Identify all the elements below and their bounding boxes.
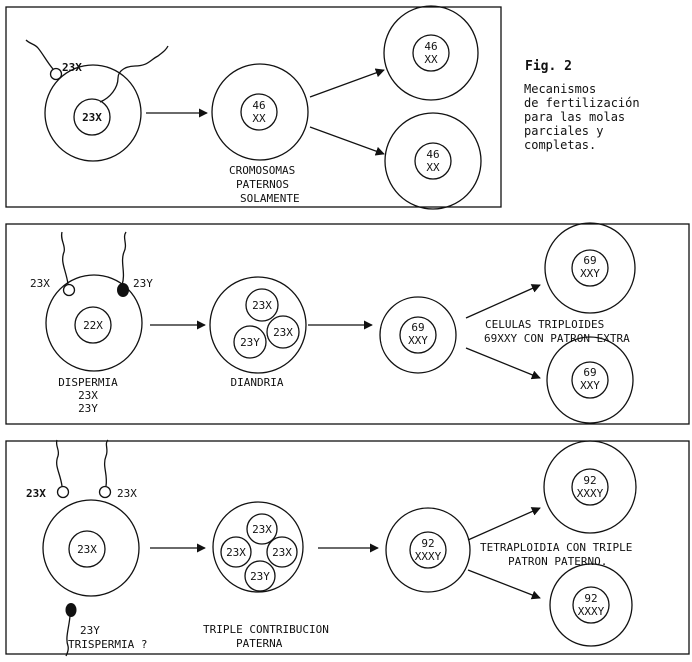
sperm-right-head <box>117 283 129 297</box>
paternal-note-line-2: PATERNOS <box>236 178 289 191</box>
sperm-bottom-label: 23Y <box>80 624 100 637</box>
arrow-to-result-top <box>466 285 540 318</box>
sperm-right-label: 23X <box>117 487 137 500</box>
diandria-nucleus-label-2: 23X <box>273 326 293 339</box>
contribution-label-2: PATERNA <box>236 637 283 650</box>
caption-line-4: parciales y <box>524 124 603 138</box>
sperm-label: 23X <box>62 61 82 74</box>
caption-line-1: Mecanismos <box>524 82 596 96</box>
caption-line-3: para las molas <box>524 110 625 124</box>
result-top-label-1: 46 <box>424 40 437 53</box>
arrow-to-result-bottom <box>468 570 540 598</box>
zygote-label-1: 69 <box>411 321 424 334</box>
sperm-left-tail <box>57 440 62 486</box>
sperm-left-head <box>64 285 75 296</box>
arrow-to-result-bottom <box>310 127 384 154</box>
trispermia-label: TRISPERMIA ? <box>68 638 147 651</box>
dispermia-label-3: 23Y <box>78 402 98 415</box>
paternal-note-line-3: SOLAMENTE <box>240 192 300 205</box>
sperm-left-tail <box>62 232 68 284</box>
result-top-label-1: 69 <box>583 254 596 267</box>
sperm-tail <box>26 40 53 69</box>
sperm-left-head <box>58 487 69 498</box>
arrow-to-result-top <box>468 508 540 540</box>
sperm-bottom-head <box>66 603 77 617</box>
zygote-label-2: XXY <box>408 334 428 347</box>
caption-number: Fig. 2 <box>525 59 572 74</box>
triple-nucleus-label-top: 23X <box>252 523 272 536</box>
figure-caption: Fig. 2 Mecanismos de fertilización para … <box>524 59 640 152</box>
diandria-nucleus-label-1: 23X <box>252 299 272 312</box>
result-bottom-label-1: 69 <box>583 366 596 379</box>
panel-3-labels: 23X 23X 23X 23X 23X 23X 23Y 92 XXXY 92 X… <box>26 474 632 651</box>
triple-nucleus-label-bottom: 23Y <box>250 570 270 583</box>
paternal-note-line-1: CROMOSOMAS <box>229 164 295 177</box>
result-top-label-2: XXY <box>580 267 600 280</box>
result-bottom-label-1: 46 <box>426 148 439 161</box>
triple-nucleus-label-right: 23X <box>272 546 292 559</box>
zygote-label-1: 46 <box>252 99 265 112</box>
sperm-right-head <box>100 487 111 498</box>
sperm-right-tail <box>122 232 126 285</box>
sperm-head <box>51 69 62 80</box>
result-bottom-label-1: 92 <box>584 592 597 605</box>
egg-nucleus-label: 23X <box>82 111 102 124</box>
arrow-to-result-top <box>310 70 384 97</box>
triploid-note-line-1: CELULAS TRIPLOIDES <box>485 318 604 331</box>
triple-nucleus-label-left: 23X <box>226 546 246 559</box>
sperm-right-label: 23Y <box>133 277 153 290</box>
dispermia-label-2: 23X <box>78 389 98 402</box>
result-top-label-2: XX <box>424 53 438 66</box>
panel-2-labels: 23X 23Y 22X 23X 23X 23Y 69 XXY 69 XXY 69… <box>30 254 630 415</box>
tetraploid-note-line-1: TETRAPLOIDIA CON TRIPLE <box>480 541 632 554</box>
result-top-label-2: XXXY <box>577 487 604 500</box>
sperm-right-tail <box>105 440 108 486</box>
dispermia-label-1: DISPERMIA <box>58 376 118 389</box>
sperm-left-label: 23X <box>26 487 46 500</box>
entering-sperm-tail <box>100 46 168 102</box>
diandria-outer-circle <box>210 277 306 373</box>
caption-line-2: de fertilización <box>524 96 640 110</box>
tetraploid-note-line-2: PATRON PATERNO. <box>508 555 607 568</box>
diandria-nucleus-label-3: 23Y <box>240 336 260 349</box>
diandria-label: DIANDRIA <box>231 376 284 389</box>
caption-line-5: completas. <box>524 138 596 152</box>
egg-nucleus-label: 23X <box>77 543 97 556</box>
contribution-label-1: TRIPLE CONTRIBUCION <box>203 623 329 636</box>
result-bottom-label-2: XXY <box>580 379 600 392</box>
result-bottom-label-2: XX <box>426 161 440 174</box>
result-top-label-1: 92 <box>583 474 596 487</box>
egg-nucleus-label: 22X <box>83 319 103 332</box>
zygote-label-1: 92 <box>421 537 434 550</box>
zygote-label-2: XXXY <box>415 550 442 563</box>
zygote-label-2: XX <box>252 112 266 125</box>
result-bottom-label-2: XXXY <box>578 605 605 618</box>
triploid-note-line-2: 69XXY CON PATRON EXTRA <box>484 332 630 345</box>
arrow-to-result-bottom <box>466 348 540 378</box>
sperm-left-label: 23X <box>30 277 50 290</box>
